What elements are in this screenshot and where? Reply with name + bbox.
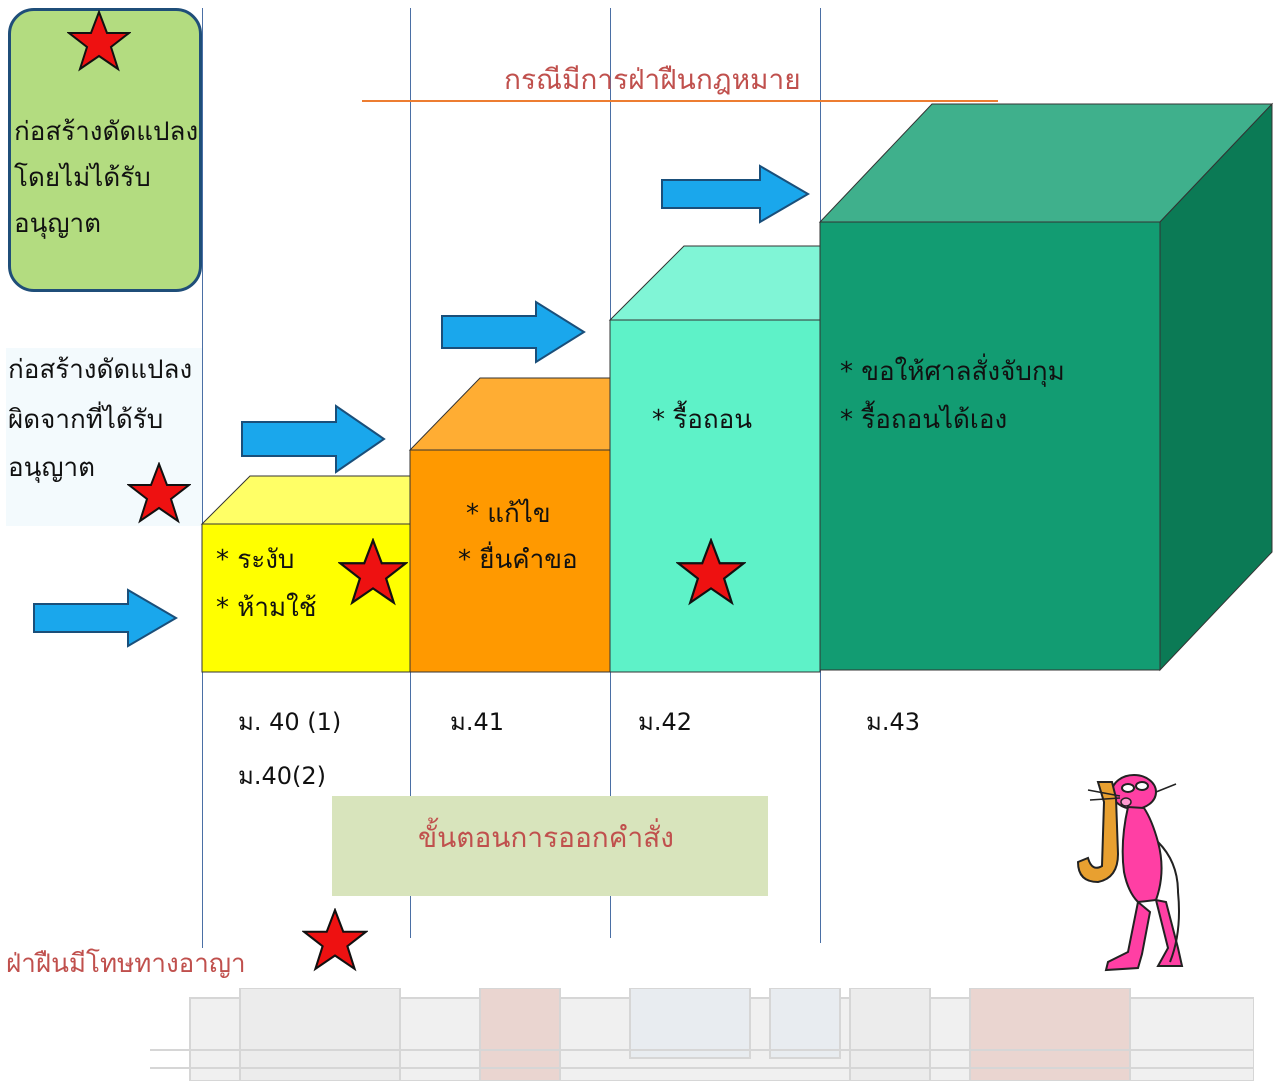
step-3-front	[609, 319, 821, 673]
star-icon	[127, 462, 191, 524]
step-4-front	[819, 221, 1161, 671]
arrow-right-icon	[441, 300, 586, 364]
arrow-right-icon	[661, 164, 810, 224]
box-line: โดยไม่ได้รับ	[14, 163, 151, 193]
step-2-front	[409, 449, 611, 673]
building-background-image	[150, 988, 1254, 1081]
step-4-line: * รื้อถอนได้เอง	[840, 405, 1008, 435]
star-icon	[67, 10, 131, 72]
section-label: ม.40(2)	[238, 762, 326, 790]
section-label: ม.42	[638, 708, 692, 736]
side-line: อนุญาต	[8, 453, 96, 483]
section-label: ม.43	[866, 708, 920, 736]
step-4-line: * ขอให้ศาลสั่งจับกุม	[840, 357, 1065, 387]
step-2-line: * แก้ไข	[466, 499, 551, 529]
step-1-line: * ห้ามใช้	[216, 593, 317, 623]
step-3-line: * รื้อถอน	[652, 405, 752, 435]
side-line: ก่อสร้างดัดแปลง	[8, 355, 193, 385]
divider-line	[202, 8, 203, 948]
step-1-line: * ระงับ	[216, 545, 295, 575]
violation-title: กรณีมีการฝ่าฝืนกฎหมาย	[504, 63, 801, 96]
pink-panther-saxophone-icon	[1076, 774, 1184, 972]
header-underline	[362, 100, 998, 102]
section-label: ม.41	[450, 708, 504, 736]
side-line: ผิดจากที่ได้รับ	[8, 405, 164, 435]
arrow-right-icon	[241, 404, 386, 474]
step-2-line: * ยื่นคำขอ	[458, 545, 578, 575]
section-label: ม. 40 (1)	[238, 708, 342, 736]
box-line: อนุญาต	[14, 209, 102, 239]
star-icon	[302, 908, 368, 972]
box-line: ก่อสร้างดัดแปลง	[14, 117, 199, 147]
process-label: ขั้นตอนการออกคำสั่ง	[418, 821, 674, 854]
process-box	[332, 796, 768, 896]
star-icon	[676, 538, 746, 606]
penalty-label: ฝ่าฝืนมีโทษทางอาญา	[6, 949, 246, 979]
arrow-right-icon	[33, 588, 178, 648]
star-icon	[338, 538, 408, 606]
